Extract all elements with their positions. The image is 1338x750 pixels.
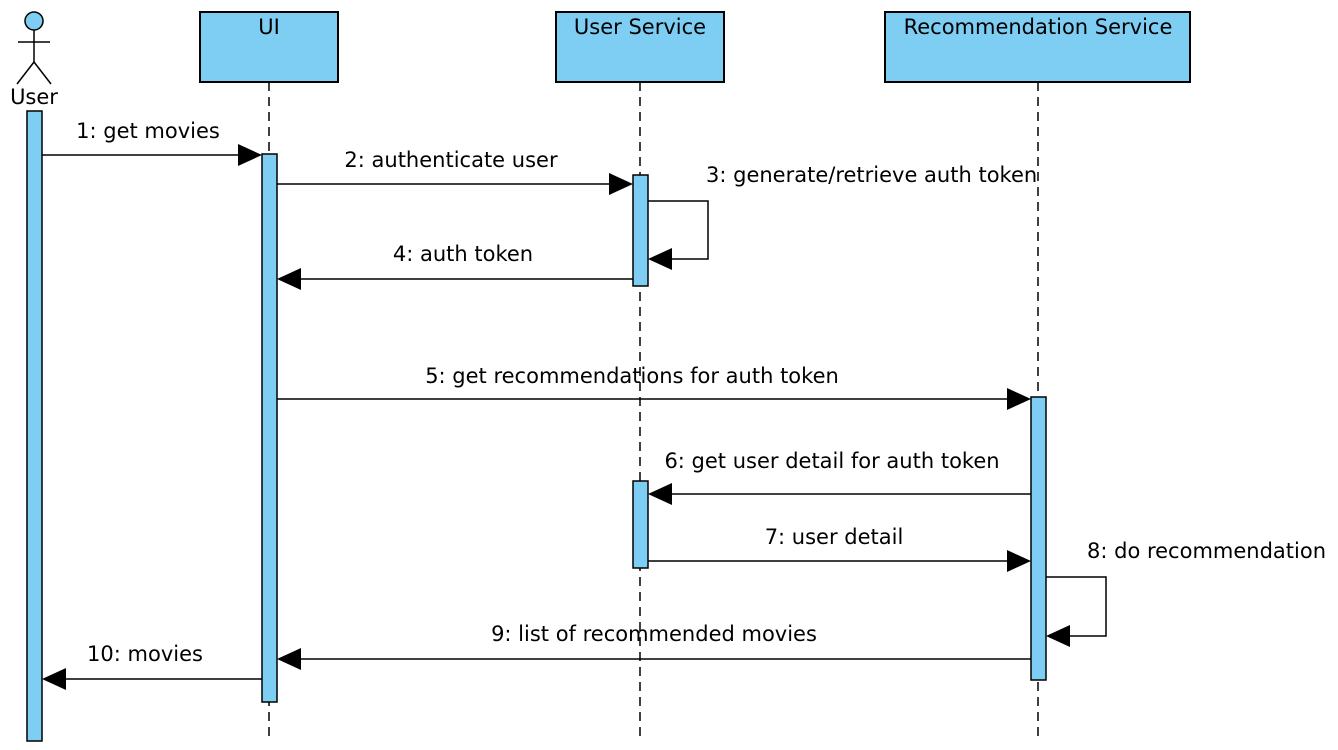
activation-user-service-1 bbox=[632, 174, 649, 287]
message-9-label: 9: list of recommended movies bbox=[491, 622, 817, 646]
activation-user-service-2 bbox=[632, 480, 649, 569]
participant-user-service: User Service bbox=[555, 11, 725, 83]
message-6: 6: get user detail for auth token bbox=[648, 449, 1031, 505]
message-7: 7: user detail bbox=[648, 525, 1031, 572]
actor-user: User bbox=[10, 11, 58, 109]
actor-head bbox=[24, 11, 44, 31]
message-1-label: 1: get movies bbox=[76, 119, 220, 143]
participant-user-service-label: User Service bbox=[574, 15, 706, 39]
message-10-label: 10: movies bbox=[87, 642, 203, 666]
message-3-label: 3: generate/retrieve auth token bbox=[706, 163, 1037, 187]
participant-ui-label: UI bbox=[258, 15, 280, 39]
message-5-label: 5: get recommendations for auth token bbox=[425, 364, 839, 388]
message-8-label: 8: do recommendation bbox=[1087, 539, 1326, 563]
message-10: 10: movies bbox=[42, 642, 262, 690]
activation-ui bbox=[261, 153, 278, 703]
message-5: 5: get recommendations for auth token bbox=[277, 364, 1031, 410]
participant-recommendation-service-label: Recommendation Service bbox=[904, 15, 1173, 39]
message-3: 3: generate/retrieve auth token bbox=[648, 163, 1037, 270]
message-1: 1: get movies bbox=[42, 119, 262, 166]
participant-recommendation-service: Recommendation Service bbox=[884, 11, 1191, 83]
actor-user-label: User bbox=[10, 85, 58, 109]
message-2-label: 2: authenticate user bbox=[344, 148, 558, 172]
participant-ui: UI bbox=[199, 11, 339, 83]
message-7-label: 7: user detail bbox=[765, 525, 904, 549]
message-4-label: 4: auth token bbox=[393, 242, 533, 266]
message-6-label: 6: get user detail for auth token bbox=[664, 449, 999, 473]
activation-recommendation-service bbox=[1030, 396, 1047, 681]
message-9: 9: list of recommended movies bbox=[277, 622, 1031, 670]
message-8: 8: do recommendation bbox=[1046, 539, 1326, 647]
message-2: 2: authenticate user bbox=[277, 148, 633, 195]
activation-user bbox=[26, 110, 43, 742]
message-4: 4: auth token bbox=[277, 242, 633, 290]
